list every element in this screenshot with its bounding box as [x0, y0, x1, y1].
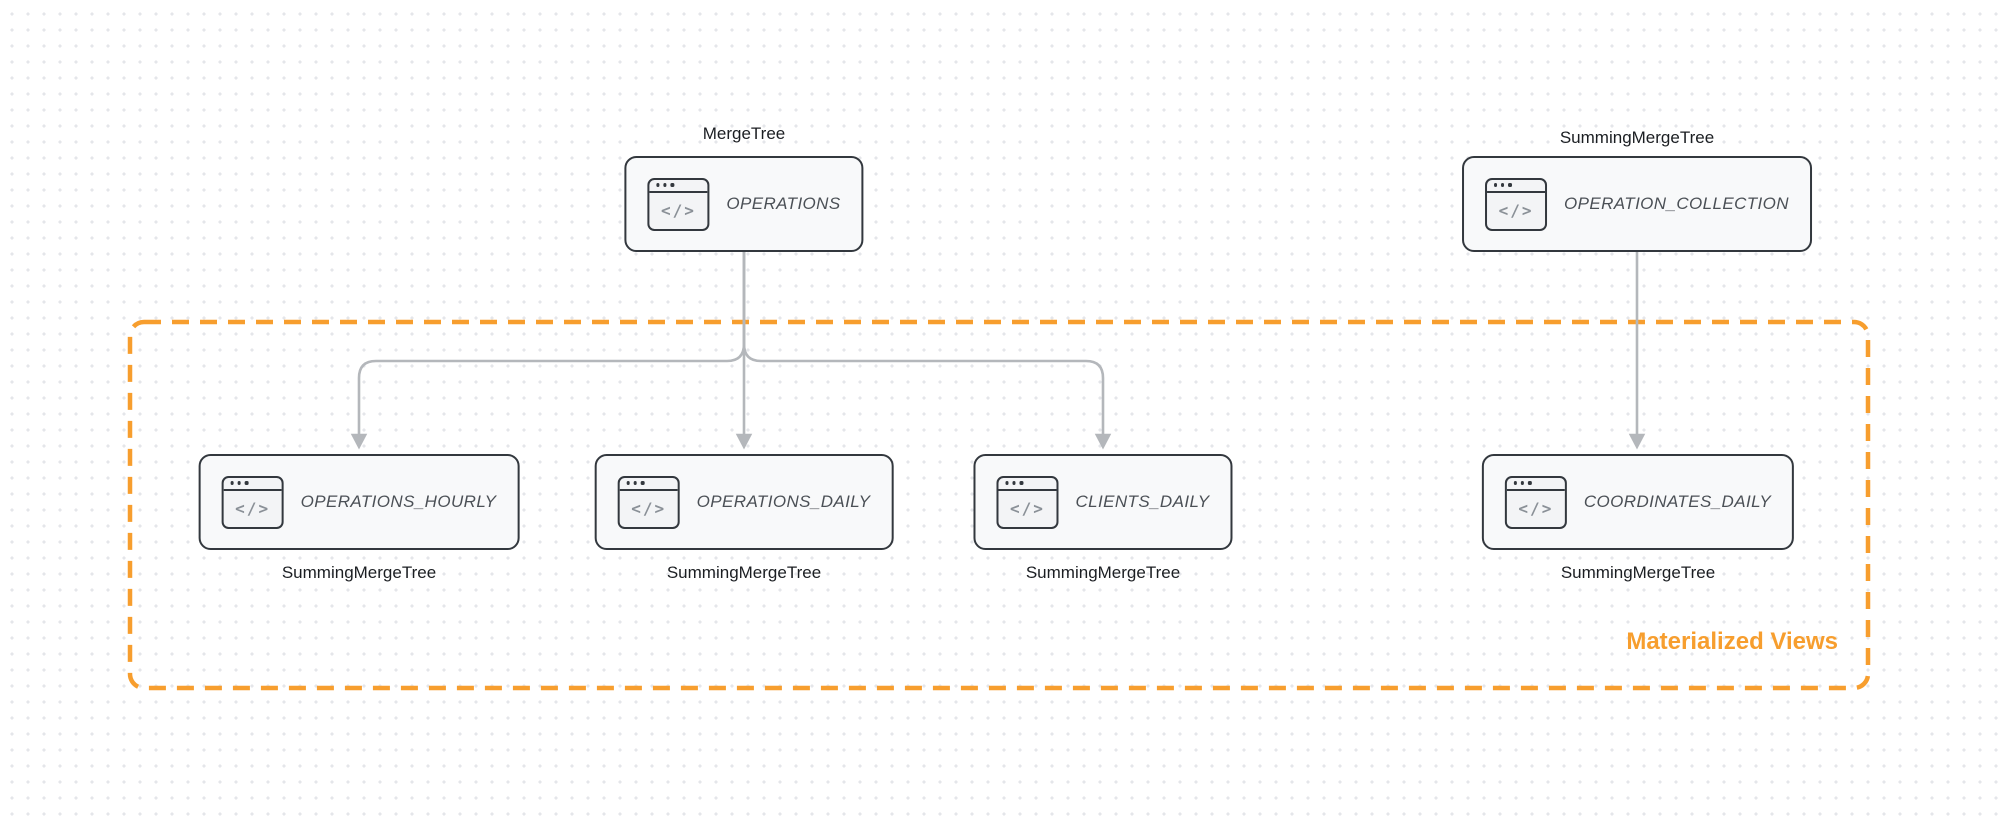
engine-label-clients-daily: SummingMergeTree [1025, 563, 1181, 582]
window-dots [223, 478, 282, 491]
code-glyph: </> [660, 201, 696, 220]
window-dots [1506, 478, 1565, 491]
node-title: OPERATIONS_HOURLY [300, 492, 497, 511]
window-dots [998, 478, 1057, 491]
code-glyph: </> [1498, 201, 1534, 220]
materialized-views-group-border [127, 319, 1871, 691]
code-glyph: </> [235, 499, 271, 518]
code-window-icon: </> [996, 475, 1059, 529]
engine-label-coordinates-daily: SummingMergeTree [1560, 563, 1716, 582]
node-operations-hourly[interactable]: </> OPERATIONS_HOURLY [198, 454, 520, 550]
engine-label-operation-collection: SummingMergeTree [1559, 128, 1715, 147]
node-coordinates-daily[interactable]: </> COORDINATES_DAILY [1481, 454, 1795, 550]
code-window-icon: </> [617, 475, 680, 529]
node-title: COORDINATES_DAILY [1583, 492, 1772, 511]
edge-operations-to-hourly [350, 252, 746, 450]
code-glyph: </> [1010, 499, 1045, 518]
node-operations[interactable]: </> OPERATIONS [624, 156, 864, 252]
materialized-views-group-label: Materialized Views [1626, 628, 1838, 655]
node-title: OPERATIONS [726, 194, 841, 213]
node-title: CLIENTS_DAILY [1075, 492, 1210, 511]
node-operation-collection[interactable]: </> OPERATION_COLLECTION [1462, 156, 1812, 252]
code-glyph: </> [1518, 499, 1554, 518]
code-window-icon: </> [1504, 475, 1567, 529]
node-operations-daily[interactable]: </> OPERATIONS_DAILY [594, 454, 894, 550]
code-window-icon: </> [1485, 177, 1548, 231]
engine-label-operations-daily: SummingMergeTree [666, 563, 822, 582]
window-dots [649, 180, 708, 193]
node-title: OPERATION_COLLECTION [1564, 194, 1789, 213]
window-dots [619, 478, 678, 491]
code-window-icon: </> [221, 475, 284, 529]
window-dots [1487, 180, 1546, 193]
node-clients-daily[interactable]: </> CLIENTS_DAILY [973, 454, 1233, 550]
engine-label-operations-hourly: SummingMergeTree [281, 563, 437, 582]
engine-label-operations: MergeTree [702, 124, 786, 143]
node-title: OPERATIONS_DAILY [696, 492, 871, 511]
edge-operations-to-clients [742, 252, 1112, 450]
code-glyph: </> [631, 499, 667, 518]
code-window-icon: </> [647, 177, 710, 231]
